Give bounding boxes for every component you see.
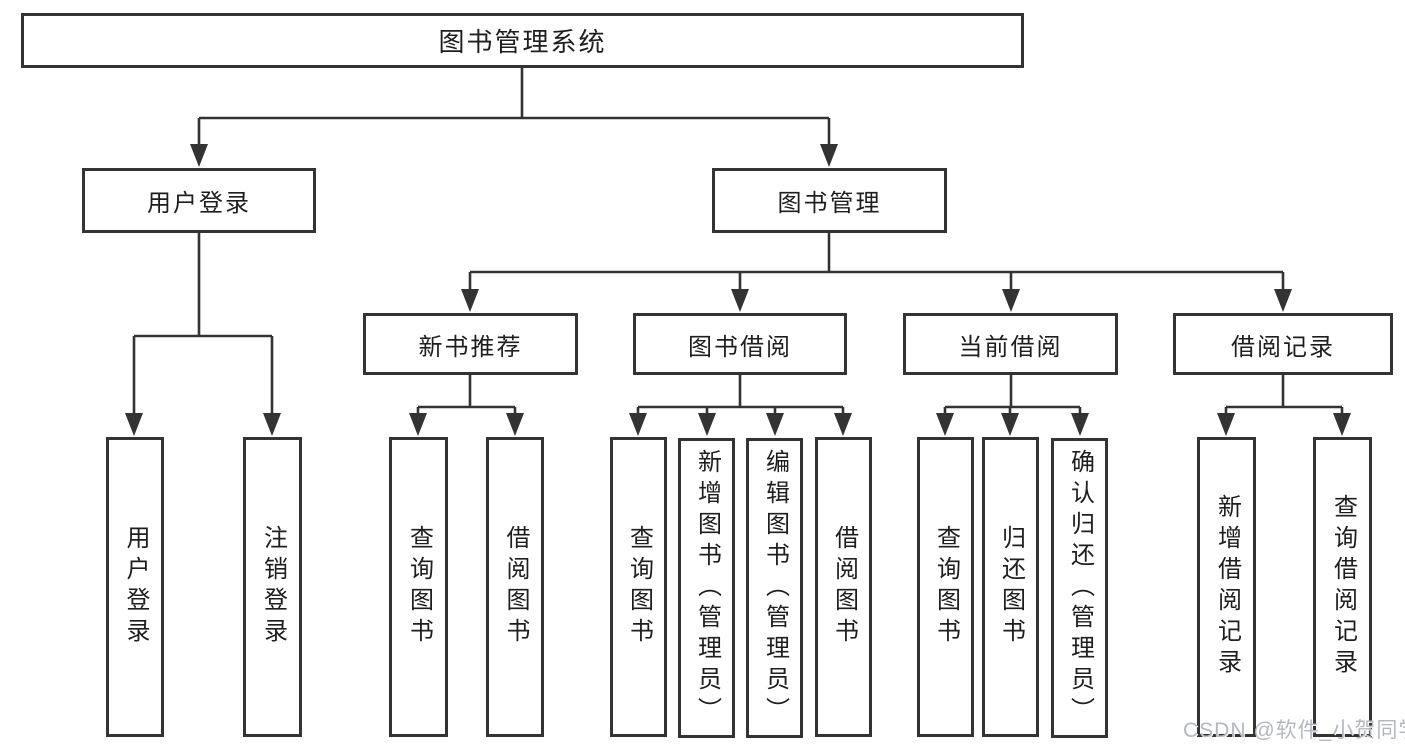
leaf-newbook-query-label: 查询图书 [405,525,433,649]
leaf-borrow-query: 查询图书 [610,437,667,737]
node-root: 图书管理系统 [21,13,1024,68]
leaf-newbook-borrow-label: 借阅图书 [502,525,529,649]
leaf-current-confirm-admin-label: 确认归还（管理员） [1066,448,1094,728]
node-new-book-recommend-label: 新书推荐 [418,333,523,361]
leaf-current-return-label: 归还图书 [997,525,1025,649]
leaf-record-query-label: 查询借阅记录 [1329,494,1357,680]
leaf-current-confirm-admin: 确认归还（管理员） [1051,438,1108,738]
leaf-borrow-edit-admin-label: 编辑图书（管理员） [761,448,789,728]
leaf-record-add-label: 新增借阅记录 [1213,494,1241,680]
leaf-newbook-query: 查询图书 [389,437,448,737]
node-book-borrow-label: 图书借阅 [688,333,792,361]
leaf-current-query-label: 查询图书 [932,525,960,649]
leaf-borrow-borrow: 借阅图书 [815,437,872,737]
connector-paths [132,68,1344,414]
arrowheads [125,144,1351,436]
leaf-logout: 注销登录 [243,437,302,737]
node-user-login: 用户登录 [82,168,316,233]
leaf-current-return: 归还图书 [982,437,1039,737]
leaf-user-login: 用户登录 [106,437,164,737]
leaf-borrow-borrow-label: 借阅图书 [830,525,858,649]
node-book-management-label: 图书管理 [777,190,882,217]
node-borrow-records: 借阅记录 [1173,313,1393,375]
csdn-watermark: CSDN @软件_小贺同学 [1183,719,1405,742]
node-root-label: 图书管理系统 [438,27,607,57]
leaf-record-query: 查询借阅记录 [1313,437,1372,737]
node-borrow-records-label: 借阅记录 [1231,333,1335,361]
leaf-borrow-query-label: 查询图书 [625,525,653,649]
node-user-login-label: 用户登录 [147,190,251,217]
node-current-borrow-label: 当前借阅 [958,333,1063,361]
leaf-record-add: 新增借阅记录 [1197,437,1256,737]
leaf-borrow-edit-admin: 编辑图书（管理员） [746,438,803,738]
leaf-user-login-label: 用户登录 [122,525,149,649]
leaf-newbook-borrow: 借阅图书 [486,437,544,737]
leaf-logout-label: 注销登录 [259,525,287,649]
node-book-management: 图书管理 [712,168,947,233]
leaf-current-query: 查询图书 [917,437,974,737]
node-current-borrow: 当前借阅 [903,313,1118,375]
leaf-borrow-add-admin: 新增图书（管理员） [678,438,735,738]
node-book-borrow: 图书借阅 [633,313,847,375]
node-new-book-recommend: 新书推荐 [363,313,578,375]
leaf-borrow-add-admin-label: 新增图书（管理员） [693,448,721,728]
